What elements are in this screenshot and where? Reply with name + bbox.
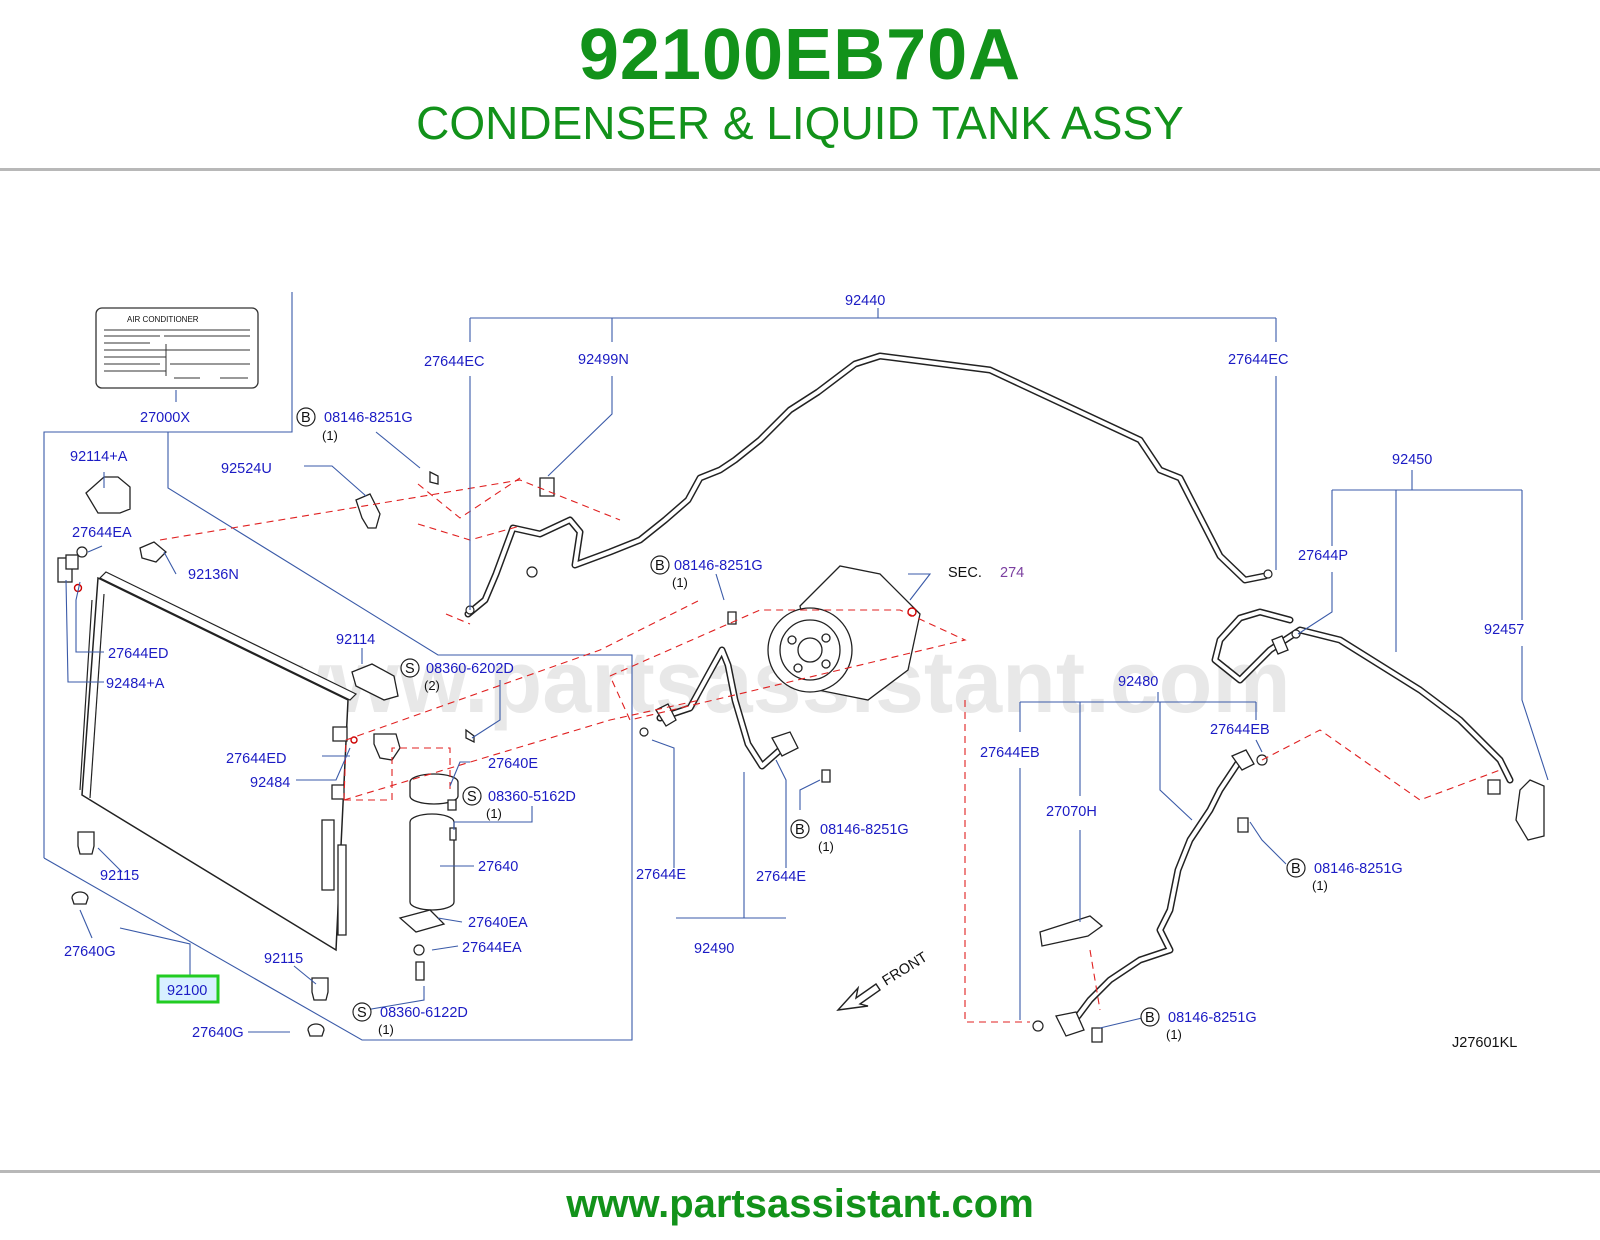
badge-s <box>400 658 420 678</box>
badge-b <box>1286 858 1306 878</box>
callout-08146-8251G-d[interactable]: 08146-8251G <box>1314 861 1403 877</box>
badge-b <box>790 819 810 839</box>
badge-letter: S <box>405 661 415 677</box>
callout-92440[interactable]: 92440 <box>845 293 885 309</box>
badge-letter: S <box>357 1005 367 1021</box>
qty-label: (1) <box>1312 878 1328 893</box>
badge-letter: B <box>1145 1010 1155 1026</box>
callout-27644E-b[interactable]: 27644E <box>756 869 806 885</box>
callout-92114A[interactable]: 92114+A <box>70 449 128 465</box>
compressor <box>767 565 921 701</box>
frame-lines <box>43 292 633 1041</box>
diagram-code: J27601KL <box>1452 1035 1517 1051</box>
callout-27644EA-a[interactable]: 27644EA <box>72 525 132 541</box>
badge-s <box>352 1002 372 1022</box>
pipe-92440 <box>464 352 1273 618</box>
callout-27644ED-b[interactable]: 27644ED <box>226 751 286 767</box>
callout-27000X[interactable]: 27000X <box>140 410 190 426</box>
sec-number-link[interactable]: 274 <box>1000 565 1024 581</box>
sec-prefix: SEC. <box>948 565 982 581</box>
badge-b <box>650 555 670 575</box>
callout-92115-a[interactable]: 92115 <box>100 868 139 884</box>
callout-labels: 92440 27644EC 92499N 27644EC B 08146-825… <box>64 293 1524 1042</box>
badge-letter: B <box>301 410 311 426</box>
badge-letter: B <box>1291 861 1301 877</box>
callout-92450[interactable]: 92450 <box>1392 452 1432 468</box>
callout-08146-8251G-a[interactable]: 08146-8251G <box>324 410 413 426</box>
callout-27644ED-a[interactable]: 27644ED <box>108 646 168 662</box>
callout-92480[interactable]: 92480 <box>1118 674 1158 690</box>
callout-27644EB-a[interactable]: 27644EB <box>980 745 1040 761</box>
qty-label: (1) <box>672 575 688 590</box>
condenser-core <box>57 554 358 952</box>
callout-27644EC-a[interactable]: 27644EC <box>424 354 484 370</box>
callout-08360-5162D[interactable]: 08360-5162D <box>488 789 576 805</box>
callout-92136N[interactable]: 92136N <box>188 567 239 583</box>
callout-27640G-a[interactable]: 27640G <box>64 944 116 960</box>
callout-92114[interactable]: 92114 <box>336 632 375 648</box>
label-card-heading: AIR CONDITIONER <box>127 315 199 324</box>
qty-label: (2) <box>424 678 440 693</box>
callout-27640EA[interactable]: 27640EA <box>468 915 528 931</box>
callout-27070H[interactable]: 27070H <box>1046 804 1097 820</box>
leader-lines <box>65 308 1549 1033</box>
qty-label: (1) <box>818 839 834 854</box>
brackets <box>351 470 475 761</box>
part-number-title: 92100EB70A <box>578 15 1022 95</box>
pipe-92490 <box>639 611 831 783</box>
callout-92100-highlighted[interactable]: 92100 <box>167 983 207 999</box>
qty-label: (1) <box>378 1022 394 1037</box>
callout-27640G-b[interactable]: 27640G <box>192 1025 244 1041</box>
callout-92115-b[interactable]: 92115 <box>264 951 303 967</box>
badge-s <box>462 786 482 806</box>
callout-92524U[interactable]: 92524U <box>221 461 272 477</box>
badge-letter: B <box>655 558 665 574</box>
badge-b <box>296 407 316 427</box>
pipe-92450 <box>1211 608 1545 841</box>
callout-08146-8251G-e[interactable]: 08146-8251G <box>1168 1010 1257 1026</box>
callout-27644EB-b[interactable]: 27644EB <box>1210 722 1270 738</box>
front-label: FRONT <box>880 949 931 989</box>
liquid-tank <box>398 773 459 981</box>
footer-divider <box>0 1170 1600 1173</box>
callout-27644EC-b[interactable]: 27644EC <box>1228 352 1288 368</box>
footer-url-link[interactable]: www.partsassistant.com <box>566 1182 1034 1226</box>
callout-27644P[interactable]: 27644P <box>1298 548 1348 564</box>
front-arrow: FRONT <box>836 949 931 1011</box>
badge-letter: B <box>795 822 805 838</box>
callout-92457[interactable]: 92457 <box>1484 622 1524 638</box>
callout-92484[interactable]: 92484 <box>250 775 290 791</box>
assembly-description: CONDENSER & LIQUID TANK ASSY <box>416 97 1184 149</box>
left-small-parts <box>71 476 329 1037</box>
pipe-92480 <box>1032 749 1268 1043</box>
callout-27644E-a[interactable]: 27644E <box>636 867 686 883</box>
callout-08360-6202D[interactable]: 08360-6202D <box>426 661 514 677</box>
callout-08146-8251G-b[interactable]: 08146-8251G <box>674 558 763 574</box>
badge-letter: S <box>467 789 477 805</box>
callout-27640[interactable]: 27640 <box>478 859 518 875</box>
highlight-box <box>156 974 220 1004</box>
callout-92490[interactable]: 92490 <box>694 941 734 957</box>
callout-08146-8251G-c[interactable]: 08146-8251G <box>820 822 909 838</box>
callout-92484A[interactable]: 92484+A <box>106 676 165 692</box>
ac-label-card: AIR CONDITIONER <box>95 307 259 402</box>
badge-b <box>1140 1007 1160 1027</box>
callout-27640E[interactable]: 27640E <box>488 756 538 772</box>
callout-08360-6122D[interactable]: 08360-6122D <box>380 1005 468 1021</box>
qty-label: (1) <box>486 806 502 821</box>
callout-27644EA-b[interactable]: 27644EA <box>462 940 522 956</box>
callout-92499N[interactable]: 92499N <box>578 352 629 368</box>
qty-label: (1) <box>322 428 338 443</box>
header-divider <box>0 168 1600 171</box>
qty-label: (1) <box>1166 1027 1182 1042</box>
